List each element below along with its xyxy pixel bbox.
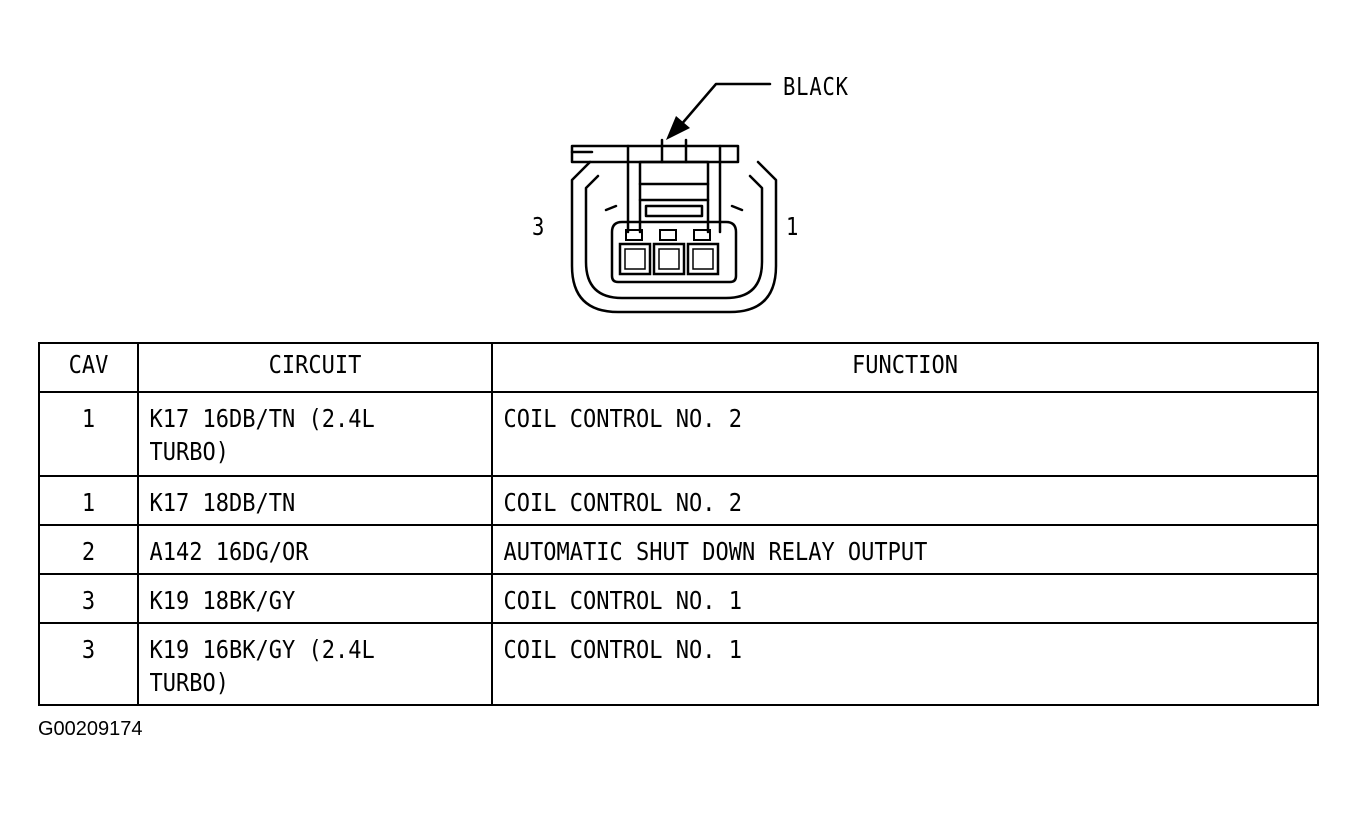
header-cav: CAV xyxy=(38,342,139,393)
connector-latch-bar xyxy=(570,144,740,164)
cell-circuit: K17 18DB/TN xyxy=(137,475,493,526)
arrow-head xyxy=(666,116,690,140)
pinout-table: CAV CIRCUIT FUNCTION 1 K17 16DB/TN (2.4L… xyxy=(38,342,1319,706)
cell-circuit: K19 16BK/GY (2.4L TURBO) xyxy=(137,622,493,706)
table-header-row: CAV CIRCUIT FUNCTION xyxy=(38,342,1319,393)
connector-diagram: BLACK 3 1 xyxy=(0,0,1356,330)
table-row: 3 K19 18BK/GY COIL CONTROL NO. 1 xyxy=(38,573,1319,624)
cell-function: COIL CONTROL NO. 2 xyxy=(491,475,1319,526)
connector-face-drawing xyxy=(570,82,778,314)
cell-function: COIL CONTROL NO. 2 xyxy=(491,391,1319,477)
cell-circuit: A142 16DG/OR xyxy=(137,524,493,575)
cell-cav: 1 xyxy=(38,475,139,526)
cell-cav: 2 xyxy=(38,524,139,575)
terminal-1 xyxy=(686,242,720,276)
header-circuit: CIRCUIT xyxy=(137,342,493,393)
table-row: 1 K17 16DB/TN (2.4L TURBO) COIL CONTROL … xyxy=(38,391,1319,477)
cavity-1-label: 1 xyxy=(786,212,800,241)
terminal-housing xyxy=(610,220,738,284)
cell-function: COIL CONTROL NO. 1 xyxy=(491,622,1319,706)
connector-color-label: BLACK xyxy=(783,72,849,101)
cavity-3-label: 3 xyxy=(532,212,546,241)
table-row: 2 A142 16DG/OR AUTOMATIC SHUT DOWN RELAY… xyxy=(38,524,1319,575)
figure-id: G00209174 xyxy=(38,718,143,740)
table-row: 1 K17 18DB/TN COIL CONTROL NO. 2 xyxy=(38,475,1319,526)
cell-cav: 3 xyxy=(38,573,139,624)
leader-line xyxy=(678,82,772,128)
cell-function: AUTOMATIC SHUT DOWN RELAY OUTPUT xyxy=(491,524,1319,575)
cell-cav: 1 xyxy=(38,391,139,477)
cell-circuit: K17 16DB/TN (2.4L TURBO) xyxy=(137,391,493,477)
table-row: 3 K19 16BK/GY (2.4L TURBO) COIL CONTROL … xyxy=(38,622,1319,706)
header-function: FUNCTION xyxy=(491,342,1319,393)
cell-circuit: K19 18BK/GY xyxy=(137,573,493,624)
connector-latch-tower xyxy=(626,144,722,234)
connector-inner-shell xyxy=(584,174,764,300)
connector-outer-shell xyxy=(570,160,778,314)
terminal-3 xyxy=(618,242,652,276)
cell-function: COIL CONTROL NO. 1 xyxy=(491,573,1319,624)
cell-cav: 3 xyxy=(38,622,139,706)
terminal-2 xyxy=(652,242,686,276)
